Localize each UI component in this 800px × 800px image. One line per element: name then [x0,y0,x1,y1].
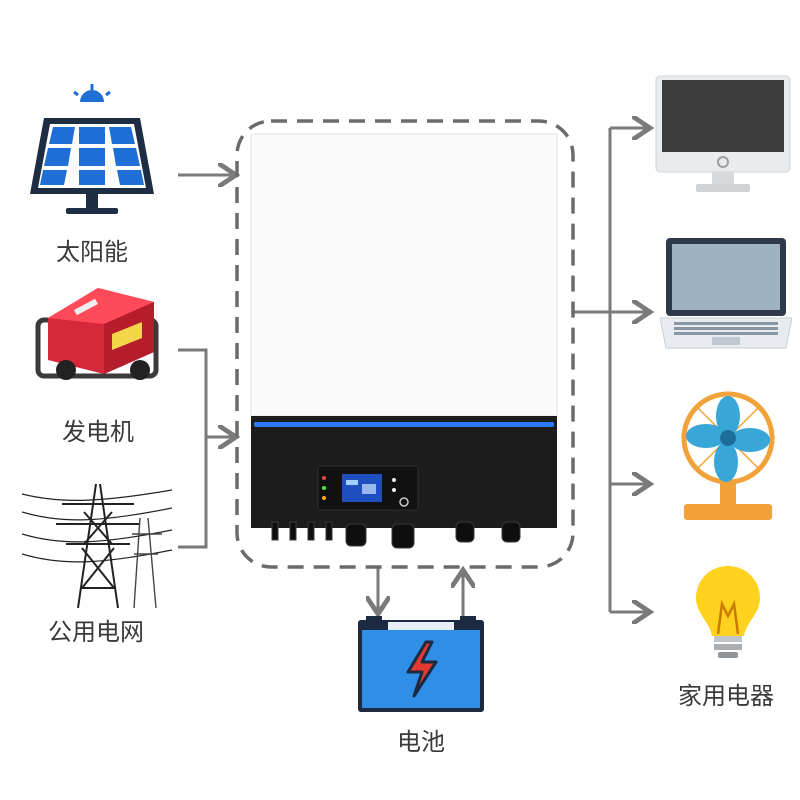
generator-icon [35,288,159,380]
inverter-device [235,119,575,569]
appliances-label: 家用电器 [678,682,774,710]
laptop-icon [660,238,792,349]
battery-icon [358,616,484,712]
light-bulb-icon [696,566,760,658]
inverter-ports [271,521,521,549]
solar-panel-icon [30,84,154,214]
inverter-white-panel [250,133,558,417]
battery-label: 电池 [397,728,445,756]
inverter-dashed-border [235,119,575,569]
solar-label: 太阳能 [56,238,128,266]
fan-icon [681,391,775,520]
power-tower-icon [22,483,172,609]
grid-label: 公用电网 [48,618,144,646]
generator-label: 发电机 [62,418,134,446]
inverter-accent-strip [254,422,554,427]
generator-grid-bracket [178,348,208,549]
desktop-monitor-icon [655,75,791,192]
